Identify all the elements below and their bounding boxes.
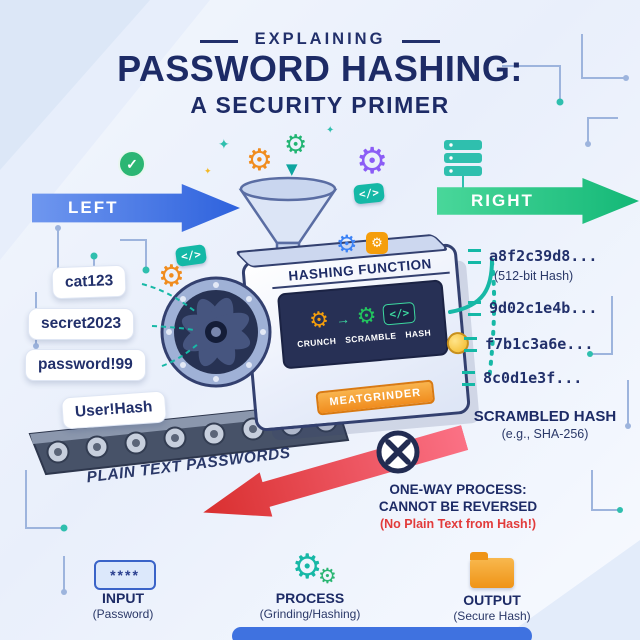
sparkle-icon: ✦ [326, 125, 335, 136]
step-scramble: SCRAMBLE [344, 329, 397, 345]
gear-icon: ⚙ [366, 232, 388, 254]
one-way-line3: (No Plain Text from Hash!) [379, 517, 537, 531]
left-arrow-label: LEFT [68, 198, 119, 217]
input-sublabel: (Password) [92, 607, 154, 621]
process-sublabel: (Grinding/Hashing) [259, 607, 361, 621]
hash-value: 9d02c1e4b... [489, 299, 598, 317]
screen-icons: ⚙ → ⚙ </> [308, 301, 417, 334]
password-chip: secret2023 [28, 308, 135, 340]
gear-icon: ⚙ [355, 302, 378, 330]
password-field-icon: **** [94, 560, 156, 590]
equals-icon [468, 300, 481, 316]
check-icon: ✓ [118, 150, 146, 178]
gear-icon: ⚙ [158, 259, 185, 294]
sparkle-icon: ✦ [204, 167, 212, 177]
one-way-line1: ONE-WAY PROCESS: [389, 482, 527, 497]
title-kicker: EXPLAINING [254, 30, 386, 48]
machine-screen: ⚙ → ⚙ </> CRUNCH SCRAMBLE HASH [276, 279, 449, 370]
title-rule-left [200, 40, 238, 43]
code-icon: </> [353, 182, 385, 205]
server-stack-icon [444, 140, 482, 200]
hash-value: f7b1c3a6e... [485, 335, 594, 353]
title-rule-right [402, 40, 440, 43]
arrow-down-icon: ▼ [286, 160, 298, 178]
step-crunch: CRUNCH [296, 335, 337, 349]
page-title: PASSWORD HASHING: [117, 48, 523, 89]
gear-icon: ⚙ [356, 141, 389, 182]
bottom-accent-bar [232, 627, 532, 640]
sparkle-icon: ✦ [218, 137, 230, 153]
password-chip: password!99 [25, 349, 146, 381]
meatgrinder-plate: MEATGRINDER [315, 379, 436, 416]
hashing-machine: HASHING FUNCTION ⚙ → ⚙ </> CRUNCH SCRAMB… [240, 242, 472, 433]
equals-icon [464, 336, 477, 352]
code-icon: </> [382, 301, 417, 326]
equals-icon [462, 370, 475, 386]
folder-icon [470, 552, 514, 588]
corner-wedge [0, 0, 150, 170]
hash-row: a8f2c39d8... [468, 247, 597, 265]
page-subtitle: A SECURITY PRIMER [190, 92, 450, 118]
hash-row: f7b1c3a6e... [464, 335, 593, 353]
password-chip: cat123 [51, 264, 127, 300]
right-arrow-label: RIGHT [471, 191, 534, 210]
process-label: PROCESS [275, 590, 345, 606]
gear-icon: ⚙ [246, 143, 273, 178]
output-label: OUTPUT [463, 592, 521, 608]
flow-arrow-icon: → [335, 309, 351, 328]
circuit-dots [33, 75, 631, 595]
equals-icon [468, 248, 481, 264]
gear-icon: ⚙ [308, 306, 330, 334]
hash-row: 9d02c1e4b... [468, 299, 597, 317]
corner-wedge [500, 540, 640, 640]
one-way-line2: CANNOT BE REVERSED [378, 499, 538, 514]
output-sublabel: (Secure Hash) [453, 609, 531, 623]
gears-icon: ⚙ [292, 547, 323, 587]
hash-value: 8c0d1e3f... [483, 369, 583, 387]
gear-icon: ⚙ [284, 130, 308, 160]
step-hash: HASH [404, 326, 432, 340]
hash-bit-note: (512-bit Hash) [494, 269, 574, 283]
gears-icon: ⚙ [318, 564, 337, 588]
hash-row: 8c0d1e3f... [462, 369, 582, 387]
scrambled-hash-title: SCRAMBLED HASH [473, 408, 617, 425]
hash-value: a8f2c39d8... [489, 247, 598, 265]
scrambled-hash-subtitle: (e.g., SHA-256) [501, 427, 589, 441]
input-label: INPUT [102, 590, 144, 606]
gear-icon: ⚙ [336, 230, 358, 258]
